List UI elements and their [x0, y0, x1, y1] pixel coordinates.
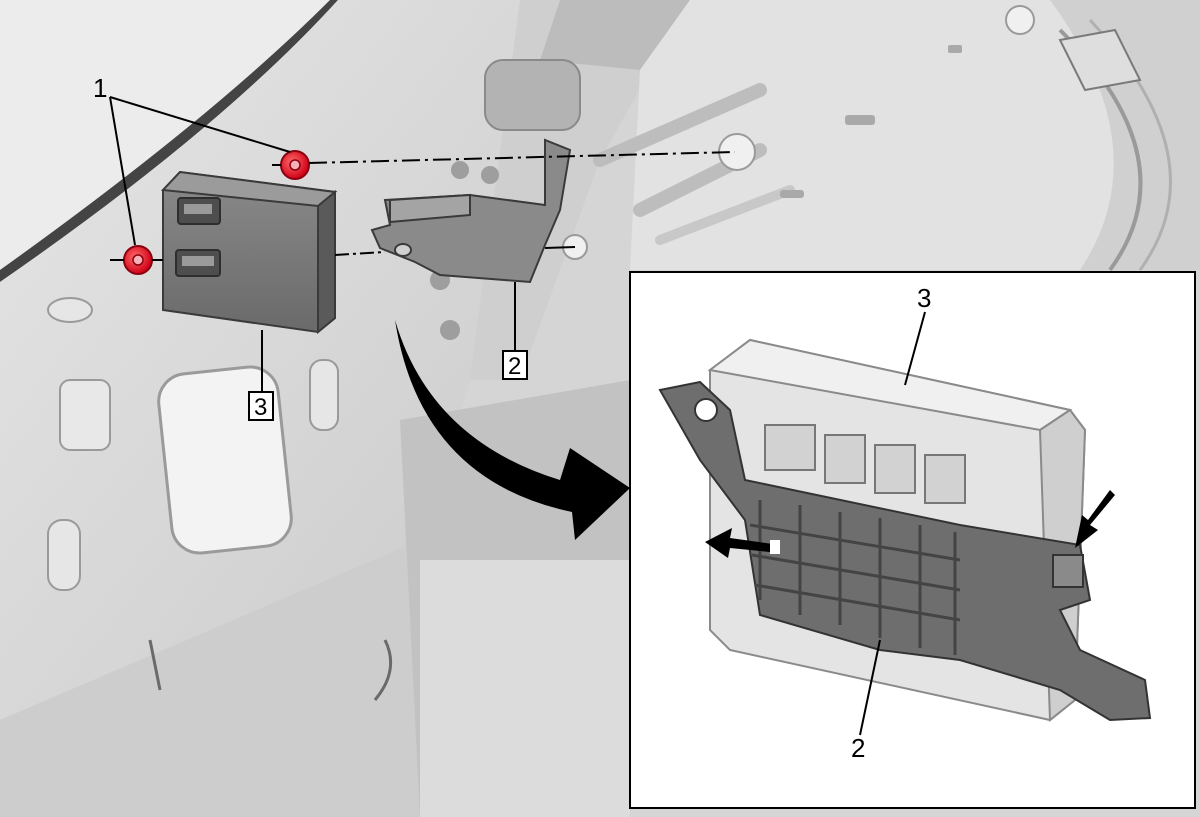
inset-callout-label-3: 3 — [917, 283, 931, 313]
exploded-view-centerlines — [110, 151, 736, 261]
release-arrow-icon — [1075, 490, 1115, 548]
callout-label-3: 3 — [254, 394, 267, 421]
mounting-bracket-part-2 — [370, 138, 572, 284]
callout-label-2: 2 — [508, 353, 521, 380]
callout-label-1: 1 — [93, 73, 107, 103]
inset-callout-label-2: 2 — [851, 733, 865, 763]
control-module-part-3 — [160, 170, 338, 335]
push-nut-fastener-icon — [123, 245, 153, 275]
curved-arrow-icon — [395, 320, 630, 540]
inset-detail-view: 3 2 — [629, 271, 1196, 809]
push-nut-fastener-icon — [280, 150, 310, 180]
callout-leader-lines — [109, 96, 516, 392]
release-arrow-icon — [705, 528, 780, 558]
callout-box-3: 3 — [248, 391, 274, 421]
callout-box-2: 2 — [502, 350, 528, 380]
